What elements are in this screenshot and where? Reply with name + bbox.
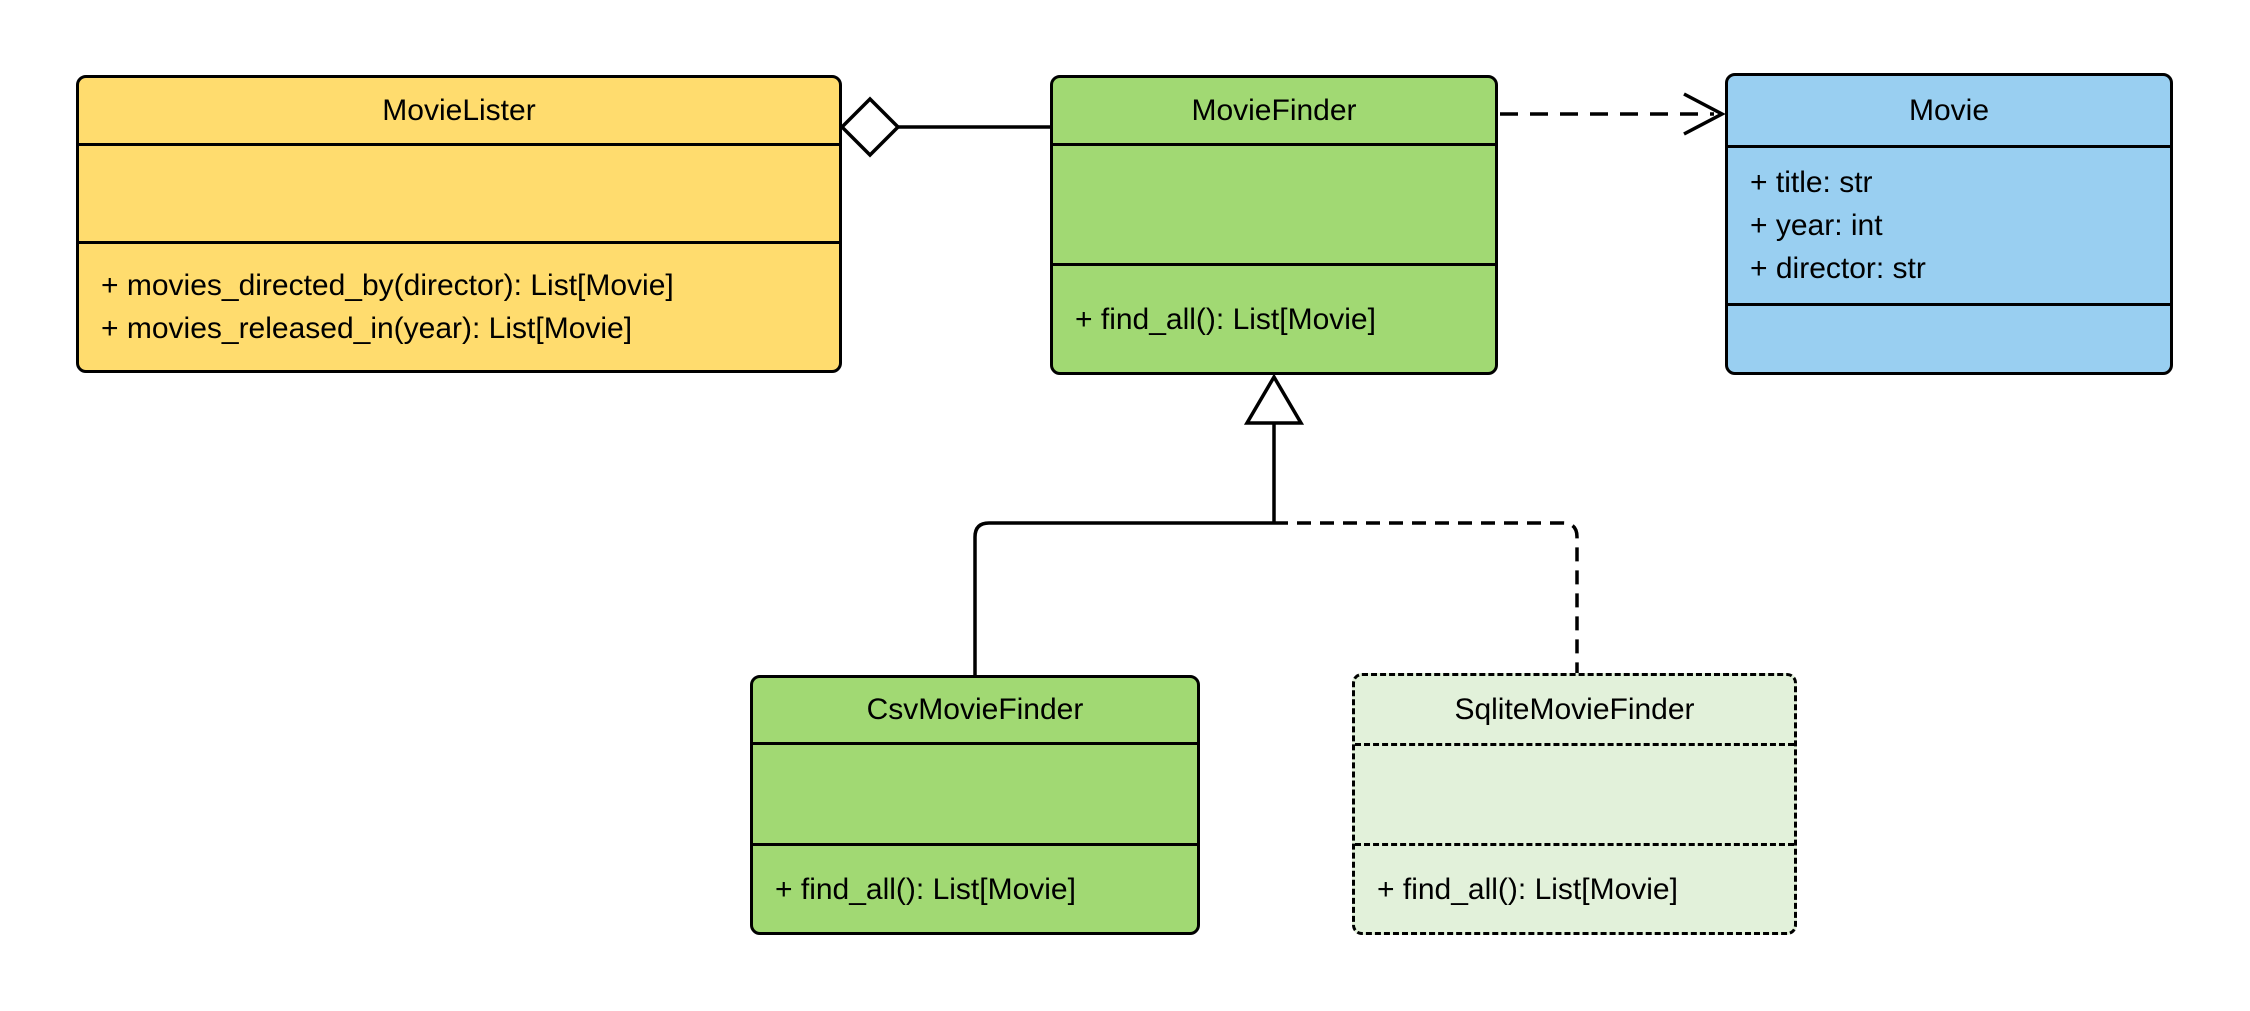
class-moviefinder[interactable]: MovieFinder + find_all(): List[Movie] xyxy=(1050,75,1498,375)
generalization-edge-csv xyxy=(973,521,1274,675)
method-row: + find_all(): List[Movie] xyxy=(1377,872,1678,906)
method-row: + movies_directed_by(director): List[Mov… xyxy=(101,269,674,302)
method-row: + movies_released_in(year): List[Movie] xyxy=(101,312,633,345)
class-sqlitemoviefinder[interactable]: SqliteMovieFinder + find_all(): List[Mov… xyxy=(1352,673,1797,935)
attributes-compartment xyxy=(1355,746,1794,843)
class-csvmoviefinder[interactable]: CsvMovieFinder + find_all(): List[Movie] xyxy=(750,675,1200,935)
attributes-compartment xyxy=(79,146,839,241)
methods-compartment: + find_all(): List[Movie] xyxy=(1053,263,1495,372)
attribute-row: + title: str xyxy=(1750,166,1873,199)
method-row: + find_all(): List[Movie] xyxy=(775,872,1076,906)
class-title: CsvMovieFinder xyxy=(753,678,1197,745)
class-movie[interactable]: Movie + title: str + year: int + directo… xyxy=(1725,73,2173,375)
attributes-compartment xyxy=(753,745,1197,843)
methods-compartment xyxy=(1728,303,2170,372)
attribute-row: + year: int xyxy=(1750,209,1883,242)
attributes-compartment: + title: str + year: int + director: str xyxy=(1728,148,2170,303)
generalization-edge-sqlite xyxy=(1274,521,1579,673)
methods-compartment: + find_all(): List[Movie] xyxy=(753,843,1197,932)
class-title: MovieLister xyxy=(79,78,839,146)
attributes-compartment xyxy=(1053,146,1495,263)
class-title: MovieFinder xyxy=(1053,78,1495,146)
methods-compartment: + movies_directed_by(director): List[Mov… xyxy=(79,241,839,370)
aggregation-diamond-icon xyxy=(839,96,901,158)
methods-compartment: + find_all(): List[Movie] xyxy=(1355,843,1794,932)
class-title: SqliteMovieFinder xyxy=(1355,676,1794,746)
class-movielister[interactable]: MovieLister + movies_directed_by(directo… xyxy=(76,75,842,373)
class-title: Movie xyxy=(1728,76,2170,148)
method-row: + find_all(): List[Movie] xyxy=(1075,302,1376,336)
dependency-arrowhead-icon xyxy=(1683,92,1726,136)
attribute-row: + director: str xyxy=(1750,252,1926,285)
generalization-triangle-icon xyxy=(1243,373,1305,425)
